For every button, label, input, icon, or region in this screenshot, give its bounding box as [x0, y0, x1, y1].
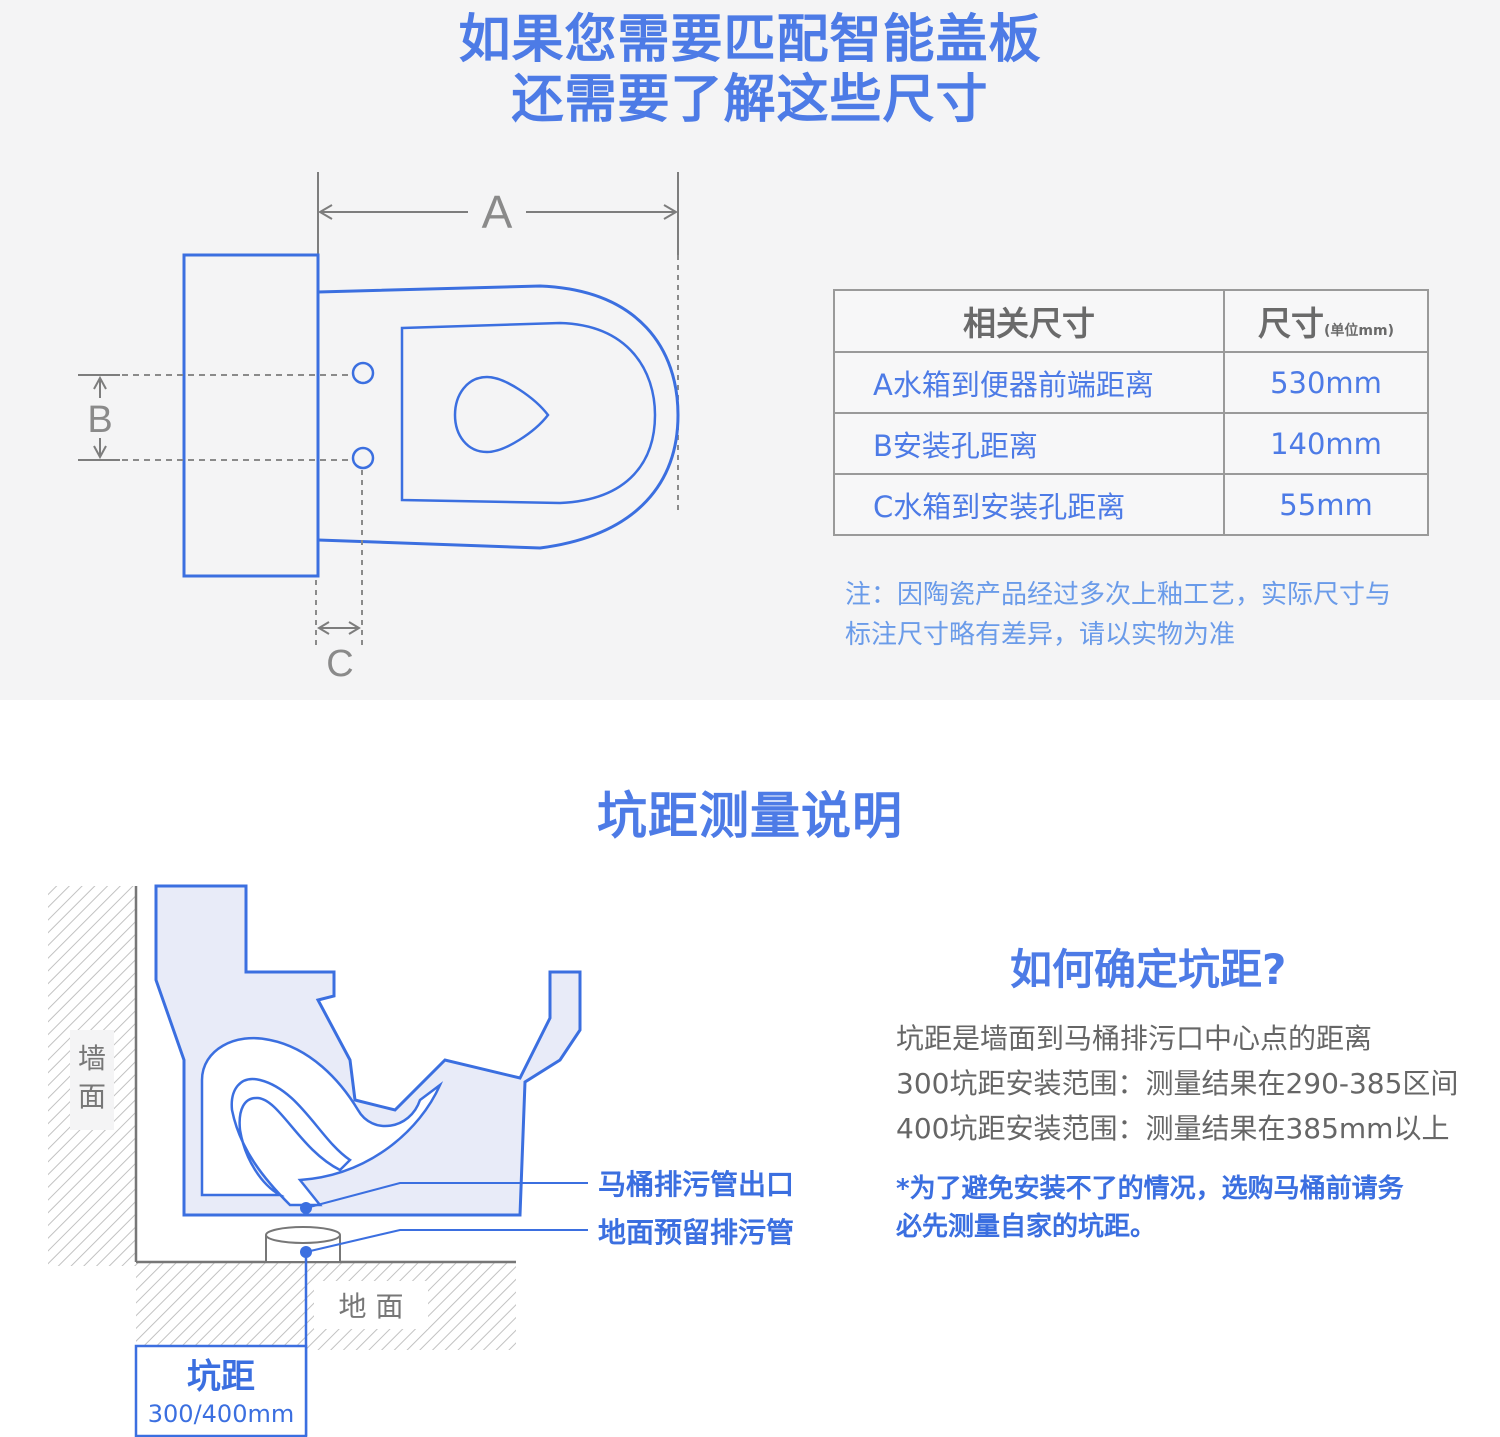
explanation-line: 300坑距安装范围：测量结果在290-385区间: [896, 1067, 1459, 1100]
table-cell-label: B安装孔距离: [833, 412, 1225, 475]
top-view-diagram: A B C: [78, 172, 680, 685]
table-cell-label: C水箱到安装孔距离: [833, 473, 1225, 536]
table-cell-value: 140mm: [1223, 412, 1429, 475]
table-row: B安装孔距离 140mm: [833, 412, 1429, 475]
dim-a-arrow-left: [318, 204, 333, 220]
table-cell-value: 55mm: [1223, 473, 1429, 536]
wall-label-1: 墙: [78, 1042, 106, 1075]
table-cell-value: 530mm: [1223, 351, 1429, 414]
table-header-row: 相关尺寸 尺寸(单位mm): [833, 289, 1429, 353]
floor-label-bg: [314, 1281, 428, 1329]
measure-advice: *为了避免安装不了的情况，选购马桶前请务 必先测量自家的坑距。: [896, 1170, 1456, 1246]
floor-label: 地 面: [339, 1290, 404, 1323]
dim-a-label: A: [482, 186, 513, 238]
tolerance-note-line1: 注：因陶瓷产品经过多次上釉工艺，实际尺寸与: [845, 580, 1392, 610]
floor-pipe-top: [265, 1226, 341, 1244]
dim-b-arrow-bottom: [93, 445, 107, 460]
dim-c-arrow-left: [317, 621, 330, 635]
dim-c-label: C: [326, 643, 353, 685]
pipe-leader: [305, 1229, 588, 1253]
distance-box: [134, 1344, 308, 1437]
table-row: A水箱到便器前端距离 530mm: [833, 351, 1429, 414]
measure-advice-line2: 必先测量自家的坑距。: [896, 1212, 1157, 1242]
mount-hole-top: [351, 361, 375, 385]
explanation-line: 坑距是墙面到马桶排污口中心点的距离: [896, 1022, 1373, 1055]
mount-hole-bottom: [351, 446, 375, 470]
seat-outline: [400, 321, 657, 505]
table-header-label: 相关尺寸: [833, 289, 1225, 353]
trapway: [200, 1036, 444, 1207]
page-title-line1: 如果您需要匹配智能盖板: [458, 10, 1042, 70]
outlet-leader: [305, 1182, 588, 1209]
table-header-unit: (单位mm): [1324, 323, 1394, 339]
dim-c-arrow-right: [348, 621, 361, 635]
dimensions-table: 相关尺寸 尺寸(单位mm) A水箱到便器前端距离 530mm B安装孔距离 14…: [833, 289, 1429, 536]
wall-label-2: 面: [78, 1080, 106, 1113]
tolerance-note-line2: 标注尺寸略有差异，请以实物为准: [845, 620, 1236, 650]
dim-b-label: B: [87, 399, 112, 441]
bowl-outline: [317, 284, 680, 550]
explanation-lines: 坑距是墙面到马桶排污口中心点的距离 300坑距安装范围：测量结果在290-385…: [896, 1016, 1496, 1151]
distance-title: 坑距: [187, 1357, 255, 1397]
dim-b-arrow-top: [93, 375, 107, 390]
distance-value: 300/400mm: [148, 1400, 294, 1428]
explanation-title: 如何确定坑距?: [1010, 945, 1287, 994]
tolerance-note: 注：因陶瓷产品经过多次上釉工艺，实际尺寸与 标注尺寸略有差异，请以实物为准: [845, 575, 1445, 655]
section-title: 坑距测量说明: [597, 787, 903, 845]
table-header-value: 尺寸(单位mm): [1223, 289, 1429, 353]
explanation-line: 400坑距安装范围：测量结果在385mm以上: [896, 1112, 1450, 1145]
measure-advice-line1: *为了避免安装不了的情况，选购马桶前请务: [896, 1174, 1404, 1204]
table-cell-label: A水箱到便器前端距离: [833, 351, 1225, 414]
bowl-opening: [453, 375, 550, 454]
table-row: C水箱到安装孔距离 55mm: [833, 473, 1429, 536]
tank-outline: [182, 253, 320, 578]
pipe-label: 地面预留排污管: [598, 1216, 794, 1249]
dim-a-arrow-right: [663, 204, 678, 220]
outlet-label: 马桶排污管出口: [598, 1168, 794, 1201]
table-header-value-text: 尺寸: [1258, 304, 1324, 343]
page-title-line2: 还需要了解这些尺寸: [511, 70, 989, 130]
wall-label-bg: [70, 1030, 114, 1130]
